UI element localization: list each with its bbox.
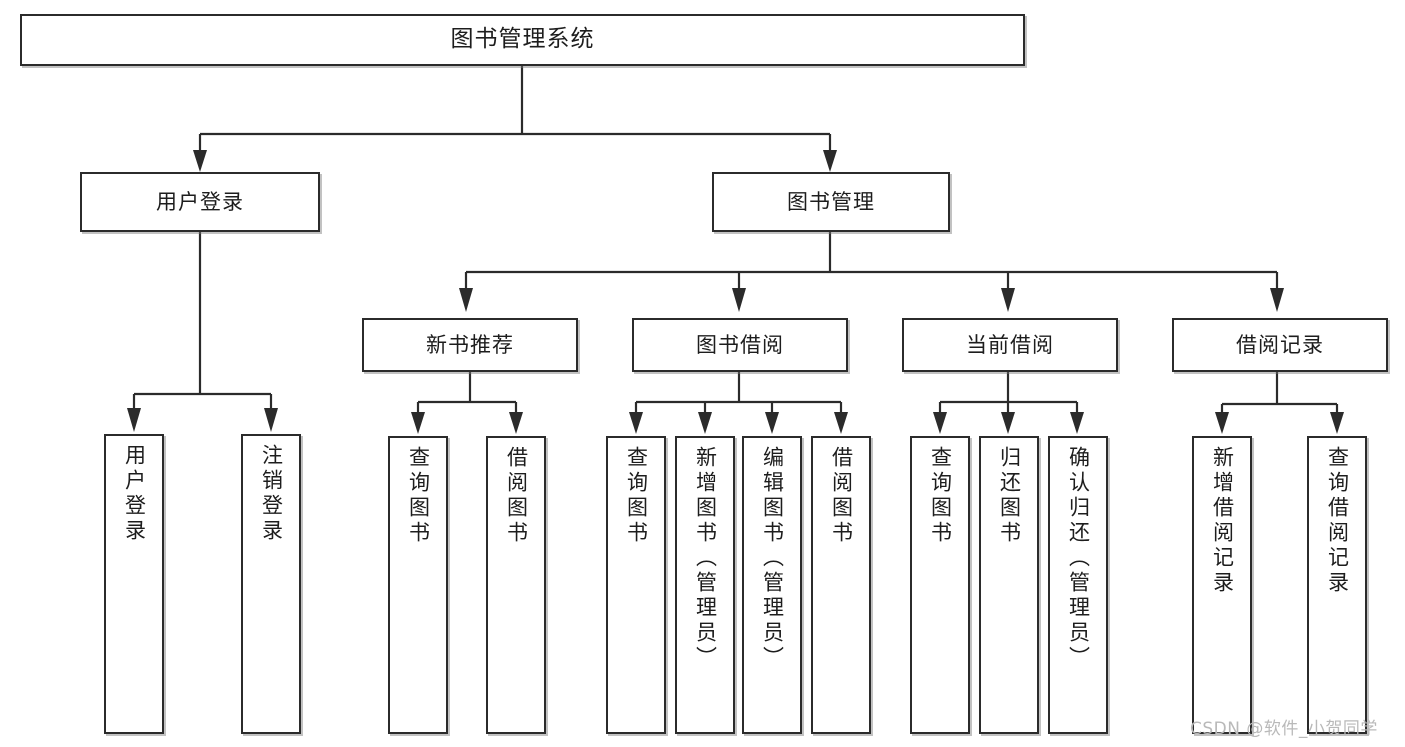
node-leaf-borrow-book[interactable]: 借阅图书 (811, 436, 871, 734)
node-label: 用户登录 (156, 189, 244, 214)
node-label: 注销登录 (259, 444, 284, 544)
node-label: 借阅记录 (1236, 332, 1324, 357)
node-label: 确认归还（管理员） (1066, 446, 1091, 671)
node-label: 新增借阅记录 (1210, 446, 1235, 596)
node-label: 查询图书 (624, 446, 649, 546)
node-leaf-user-login[interactable]: 用户登录 (104, 434, 164, 734)
node-label: 用户登录 (122, 444, 147, 544)
node-leaf-borrow-book-recommend[interactable]: 借阅图书 (486, 436, 546, 734)
node-label: 图书借阅 (696, 332, 784, 357)
node-label: 图书管理 (787, 189, 875, 214)
csdn-watermark: CSDN @软件_小贺同学 (1190, 719, 1378, 739)
node-leaf-return-book[interactable]: 归还图书 (979, 436, 1039, 734)
node-leaf-edit-book-admin[interactable]: 编辑图书（管理员） (742, 436, 802, 734)
node-leaf-user-logout[interactable]: 注销登录 (241, 434, 301, 734)
node-label: 查询图书 (406, 446, 431, 546)
node-label: 新书推荐 (426, 332, 514, 357)
node-root-book-management-system[interactable]: 图书管理系统 (20, 14, 1025, 66)
node-label: 新增图书（管理员） (693, 446, 718, 671)
node-leaf-query-book-borrow[interactable]: 查询图书 (606, 436, 666, 734)
node-label: 图书管理系统 (450, 26, 595, 53)
node-label: 当前借阅 (966, 332, 1054, 357)
node-borrow-record[interactable]: 借阅记录 (1172, 318, 1388, 372)
node-current-borrow[interactable]: 当前借阅 (902, 318, 1118, 372)
node-leaf-query-book-recommend[interactable]: 查询图书 (388, 436, 448, 734)
node-label: 编辑图书（管理员） (760, 446, 785, 671)
node-leaf-add-borrow-record[interactable]: 新增借阅记录 (1192, 436, 1252, 734)
node-book-borrow[interactable]: 图书借阅 (632, 318, 848, 372)
node-new-book-recommend[interactable]: 新书推荐 (362, 318, 578, 372)
node-label: 借阅图书 (829, 446, 854, 546)
node-leaf-add-book-admin[interactable]: 新增图书（管理员） (675, 436, 735, 734)
node-user-login[interactable]: 用户登录 (80, 172, 320, 232)
node-label: 查询借阅记录 (1325, 446, 1350, 596)
node-label: 归还图书 (997, 446, 1022, 546)
node-book-management[interactable]: 图书管理 (712, 172, 950, 232)
node-label: 借阅图书 (504, 446, 529, 546)
node-leaf-query-borrow-record[interactable]: 查询借阅记录 (1307, 436, 1367, 734)
node-leaf-query-book-current[interactable]: 查询图书 (910, 436, 970, 734)
node-label: 查询图书 (928, 446, 953, 546)
node-leaf-confirm-return-admin[interactable]: 确认归还（管理员） (1048, 436, 1108, 734)
